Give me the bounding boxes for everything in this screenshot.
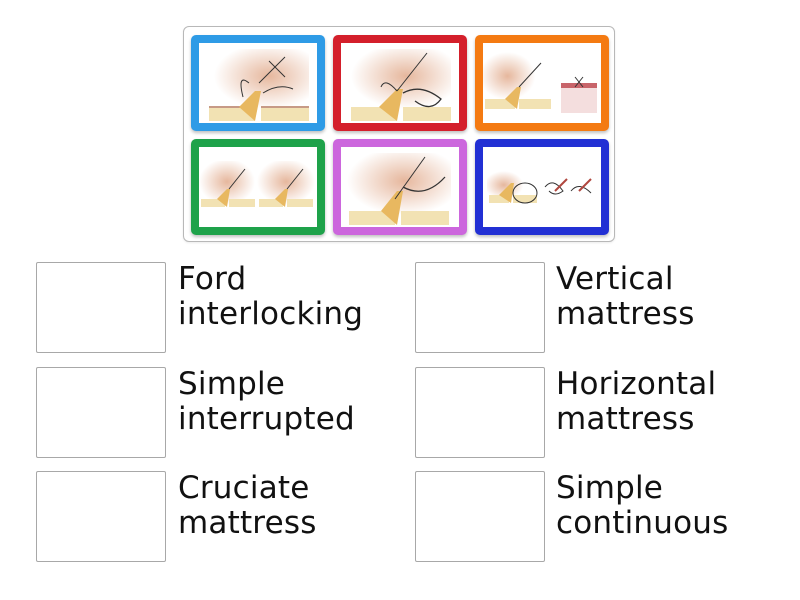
draggable-image-card-3[interactable] bbox=[475, 35, 609, 131]
suture-diagram-icon bbox=[483, 49, 597, 113]
draggable-image-card-6[interactable] bbox=[475, 139, 609, 235]
suture-diagram-icon bbox=[347, 153, 451, 225]
draggable-image-card-5[interactable] bbox=[333, 139, 467, 235]
drop-zone-cruciate-mattress[interactable] bbox=[36, 471, 166, 562]
suture-diagram-icon bbox=[199, 161, 315, 207]
suture-diagram-icon bbox=[351, 49, 451, 121]
draggable-image-card-2[interactable] bbox=[333, 35, 467, 131]
suture-diagram-icon bbox=[209, 49, 309, 121]
suture-diagram-icon bbox=[487, 167, 592, 207]
draggable-image-card-4[interactable] bbox=[191, 139, 325, 235]
drop-zone-simple-continuous[interactable] bbox=[415, 471, 545, 562]
draggable-image-card-1[interactable] bbox=[191, 35, 325, 131]
drop-zone-simple-interrupted[interactable] bbox=[36, 367, 166, 458]
drop-zone-horizontal-mattress[interactable] bbox=[415, 367, 545, 458]
drop-zone-vertical-mattress[interactable] bbox=[415, 262, 545, 353]
drop-zone-ford-interlocking[interactable] bbox=[36, 262, 166, 353]
